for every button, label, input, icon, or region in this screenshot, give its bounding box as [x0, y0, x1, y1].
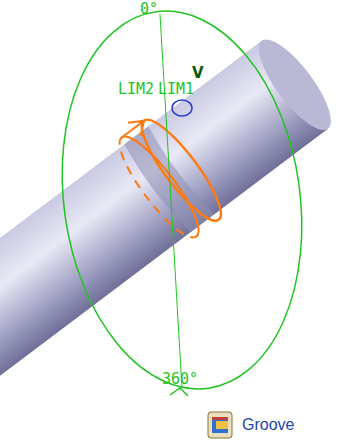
direction-label: V — [192, 66, 204, 81]
tool-caption: Groove — [242, 417, 294, 433]
angle-label: 0° — [140, 2, 158, 17]
limit-label: LIM2 — [118, 82, 154, 97]
limit-label: LIM1 — [158, 82, 194, 97]
cylinder-shaft — [0, 18, 340, 393]
groove-icon — [208, 412, 232, 438]
axis-line — [160, 14, 182, 388]
angle-circle — [39, 0, 326, 405]
angle-label: 360° — [162, 372, 198, 387]
